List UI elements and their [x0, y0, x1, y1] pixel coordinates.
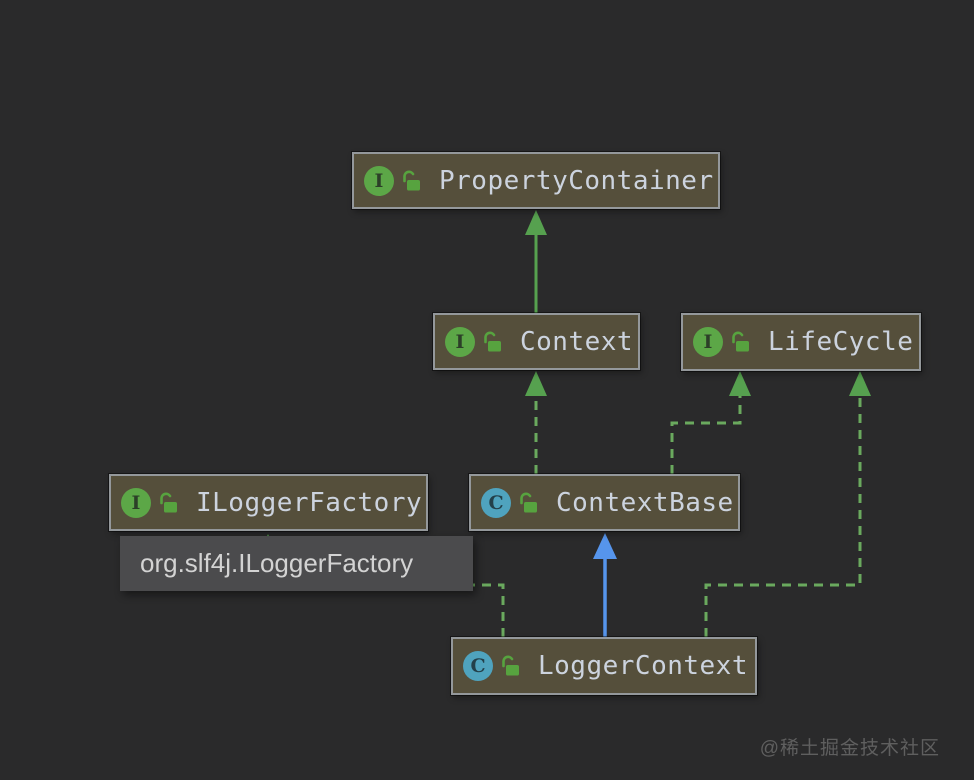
node-label: ILoggerFactory: [196, 487, 423, 518]
edge-contextbase-implements-context[interactable]: [525, 371, 547, 474]
node-label: Context: [520, 326, 634, 357]
class-icon: C: [481, 487, 511, 518]
unlocked-icon: [401, 169, 422, 193]
interface-icon: I: [364, 165, 394, 196]
tooltip-text: org.slf4j.ILoggerFactory: [140, 548, 414, 578]
unlocked-icon: [158, 491, 179, 515]
node-label: LoggerContext: [538, 651, 748, 681]
implements-arrowhead: [525, 371, 547, 396]
node-life-cycle[interactable]: I LifeCycle: [681, 313, 921, 371]
edge-loggercontext-extends-contextbase[interactable]: [593, 533, 617, 637]
node-ilogger-factory[interactable]: I ILoggerFactory: [109, 474, 428, 531]
edge-line: [704, 395, 862, 637]
interface-icon: I: [693, 327, 723, 357]
extends-arrowhead: [593, 533, 617, 559]
node-label: LifeCycle: [768, 327, 914, 357]
unlocked-icon: [482, 330, 503, 354]
unlocked-icon: [518, 491, 539, 515]
node-context[interactable]: I Context: [433, 313, 640, 370]
node-context-base[interactable]: C ContextBase: [469, 474, 740, 531]
interface-icon: I: [121, 487, 151, 518]
node-property-container[interactable]: I PropertyContainer: [352, 152, 720, 209]
implements-arrowhead: [849, 371, 871, 396]
edge-loggercontext-implements-lifecycle[interactable]: [704, 371, 871, 637]
edge-context-extends-propertycontainer[interactable]: [525, 210, 547, 313]
interface-icon: I: [445, 326, 475, 357]
implements-arrowhead: [729, 371, 751, 396]
extends-arrowhead: [525, 210, 547, 235]
watermark-text: @稀土掘金技术社区: [759, 738, 940, 759]
qualified-name-tooltip: org.slf4j.ILoggerFactory: [120, 536, 473, 591]
edge-contextbase-implements-lifecycle[interactable]: [670, 371, 751, 474]
node-logger-context[interactable]: C LoggerContext: [451, 637, 757, 695]
unlocked-icon: [500, 654, 521, 678]
node-label: ContextBase: [556, 487, 734, 518]
unlocked-icon: [730, 330, 751, 354]
class-icon: C: [463, 651, 493, 681]
edge-line: [670, 395, 742, 474]
node-label: PropertyContainer: [439, 165, 714, 196]
